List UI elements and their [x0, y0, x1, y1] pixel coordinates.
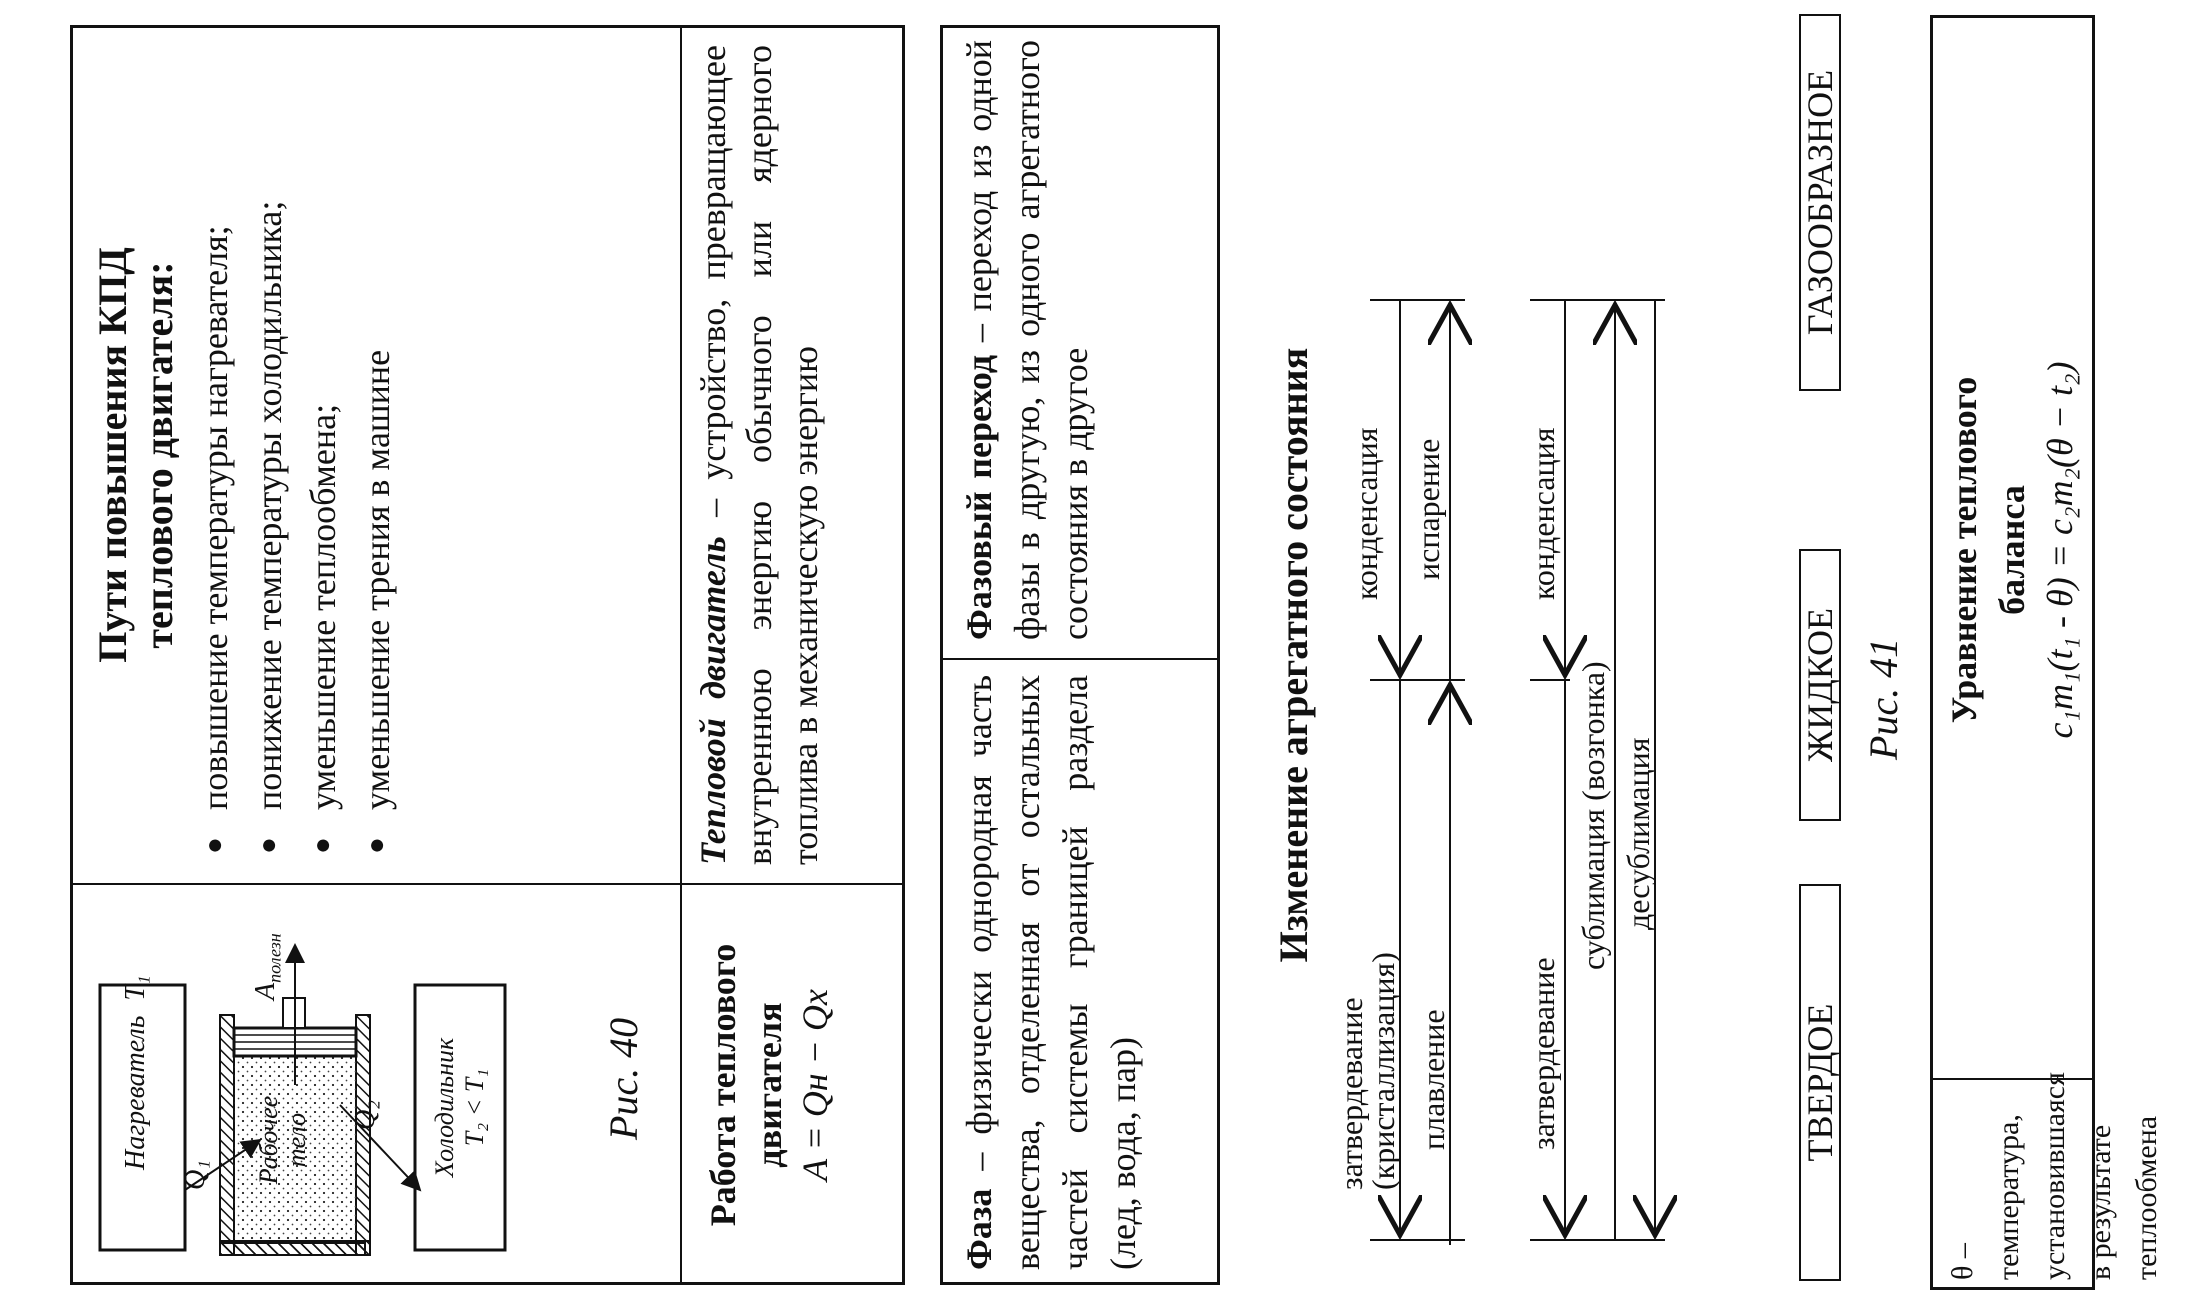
heater-label: Нагреватель T₁: [120, 975, 151, 1170]
cooler-label: Холодильник T₂ < T₁: [430, 1037, 489, 1178]
table2-column-divider: [940, 658, 1220, 660]
state-liquid: ЖИДКОЕ: [1800, 608, 1840, 762]
heat-balance-formula: c₁m₁(t₁ - θ) = c₂m₂(θ − t₂): [2040, 361, 2080, 739]
cylinder-left-wall: [219, 1240, 371, 1256]
aggregate-state-diagram: [1370, 14, 1841, 1281]
work-label: Aполезн: [250, 933, 285, 1000]
phase-term: Фаза: [959, 1188, 999, 1270]
q2-label: Q₂: [350, 1100, 381, 1130]
working-body-label: Рабочее тело: [254, 1095, 311, 1185]
kpd-ways-cell: Пути повышения КПД теплового двигателя: …: [90, 50, 404, 860]
cylinder-upper-wall: [219, 1014, 235, 1256]
theta-definition-cell: θ – температура, установившаяся в резуль…: [1940, 1072, 2170, 1280]
diagram-title: Изменение агрегатного состояния: [1271, 347, 1316, 963]
label-condensation-2: конденсация: [1525, 427, 1561, 600]
q1-arrow: [184, 1138, 262, 1191]
figure-41-caption: Рис. 41: [1861, 637, 1906, 760]
state-box-solid: [1799, 884, 1841, 1281]
heat-engine-diagram: [98, 943, 507, 1256]
kpd-item: повышение температуры нагревателя;: [188, 50, 242, 860]
label-melting: плавление: [1415, 1009, 1451, 1150]
engine-definition-cell: Тепловой двигатель – устройство, превращ…: [690, 45, 828, 865]
heat-balance-title: Уравнение теплового баланса: [1944, 376, 2032, 724]
engine-work-formula: A = Qн − Qх: [795, 989, 835, 1181]
state-box-liquid: [1799, 549, 1841, 821]
phase-cell: Фаза – физически однородная часть вещест…: [955, 675, 1147, 1270]
kpd-item: понижение температуры холодильника;: [242, 50, 296, 860]
phase-text: – физически однородная часть вещества, о…: [959, 675, 1143, 1270]
label-sublimation: сублимация (возгонка): [1575, 661, 1611, 970]
engine-work-title: Работа теплового двигателя: [703, 943, 789, 1227]
engine-work-cell: Работа теплового двигателя A = Qн − Qх: [700, 890, 838, 1280]
heat-balance-cell: Уравнение теплового баланса: [1940, 30, 2036, 1070]
label-condensation: конденсация: [1348, 427, 1384, 600]
kpd-item: уменьшение теплообмена;: [296, 50, 350, 860]
q1-label: Q₁: [180, 1160, 211, 1190]
label-solidification-2: затвердевание: [1525, 957, 1561, 1150]
figure-40-cell: [70, 885, 680, 1285]
kpd-ways-list: повышение температуры нагревателя; пониж…: [188, 50, 404, 860]
state-gas: ГАЗООБРАЗНОЕ: [1800, 69, 1840, 336]
kpd-item: уменьшение трения в машине: [350, 50, 404, 860]
state-box-gas: [1799, 14, 1841, 391]
engine-term: Тепловой двигатель: [693, 536, 733, 865]
label-evaporation: испарение: [1410, 438, 1446, 580]
phase-transition-term: Фазовый переход: [959, 354, 999, 640]
figure-40-caption: Рис. 40: [601, 1017, 646, 1140]
state-solid: ТВЕРДОЕ: [1800, 1003, 1840, 1162]
theta-definition-text: θ – температура, установившаяся в резуль…: [1946, 1072, 2163, 1280]
kpd-title: Пути повышения КПД теплового двигателя:: [90, 247, 181, 663]
cooler-box: [413, 983, 507, 1252]
label-solidification: затвердевание (кристаллизация): [1333, 952, 1401, 1190]
heater-box: [98, 983, 187, 1252]
q2-arrow: [339, 1104, 422, 1192]
working-body: [234, 1056, 356, 1241]
phase-transition-cell: Фазовый переход – переход из одной фазы …: [955, 40, 1099, 640]
label-desublimation: десублимация: [1620, 737, 1656, 930]
table1-row-divider: [680, 25, 682, 1285]
